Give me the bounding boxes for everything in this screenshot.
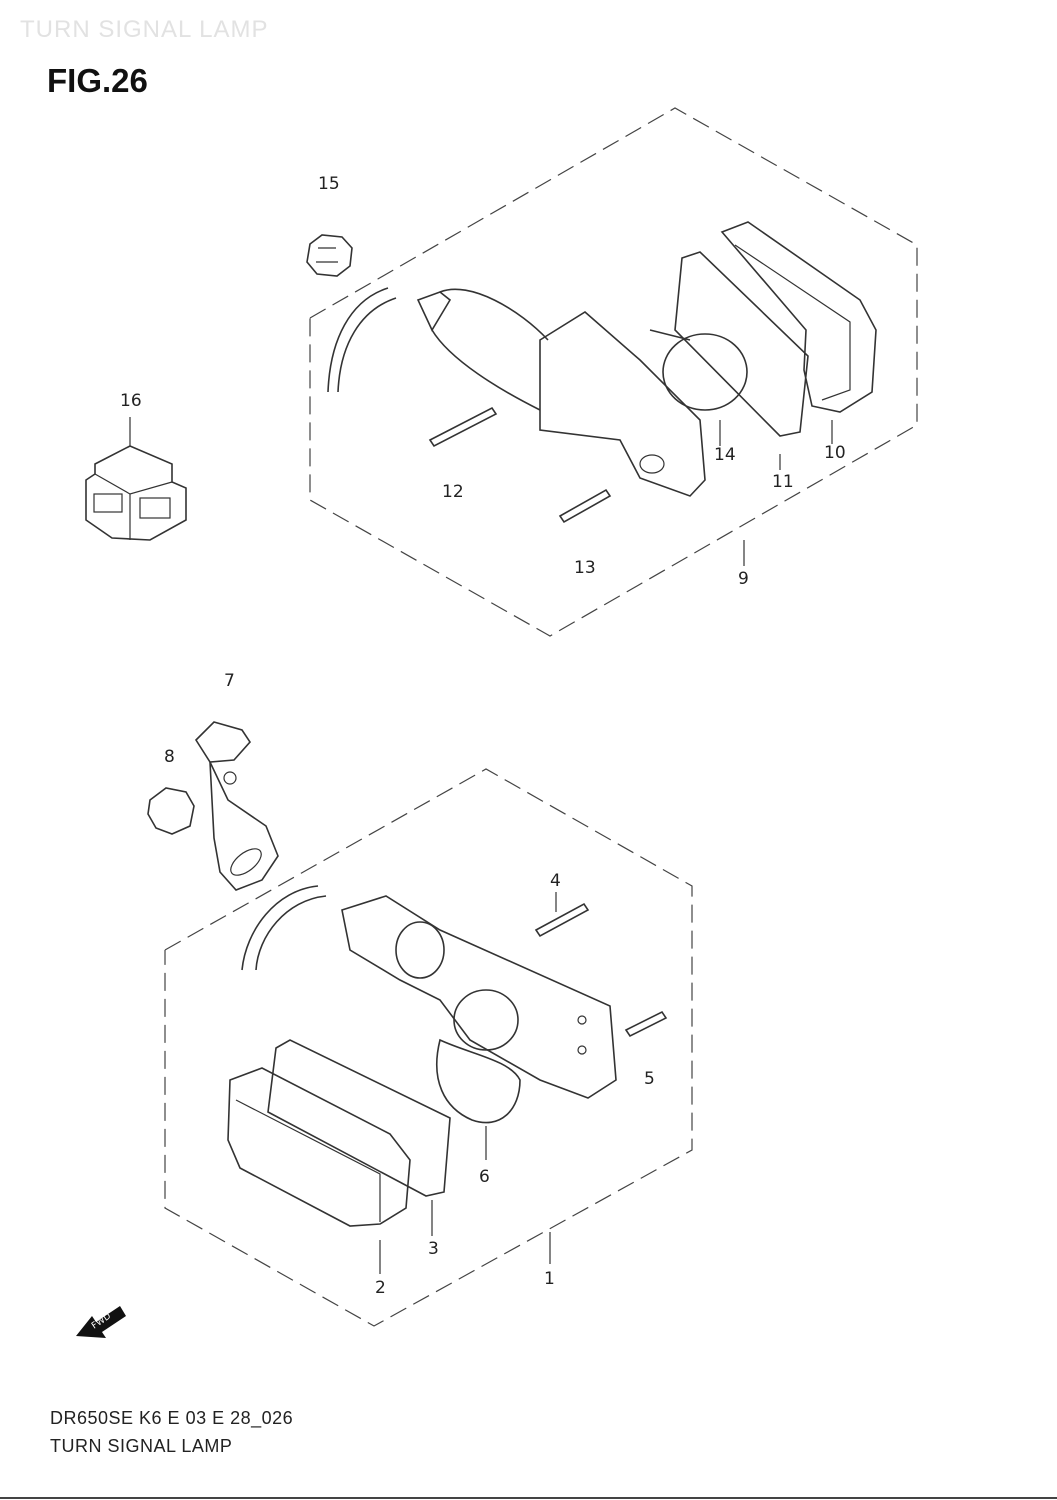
group-boundary-upper — [309, 107, 918, 637]
rear-turn-signal-group — [306, 107, 918, 637]
header-faint-title: TURN SIGNAL LAMP — [20, 16, 269, 43]
footer-diagram-code: DR650SE K6 E 03 E 28_026 — [50, 1408, 294, 1428]
lamp-housing — [341, 895, 617, 1124]
callout-2: 2 — [375, 1278, 386, 1298]
part-14-stalk — [416, 288, 748, 497]
callout-1: 1 — [544, 1269, 555, 1289]
group-boundary-lower — [164, 768, 693, 1327]
fwd-arrow-icon: FWD — [76, 1306, 126, 1338]
part-8-nut — [147, 787, 195, 835]
callout-5: 5 — [644, 1069, 655, 1089]
part-5-screw — [624, 1010, 668, 1038]
callout-15: 15 — [318, 174, 340, 194]
part-13-screw — [558, 488, 612, 524]
part-4-screw — [534, 902, 590, 938]
callout-16: 16 — [120, 391, 142, 411]
part-12-screw — [428, 406, 498, 448]
figure-label: FIG.26 — [47, 62, 148, 99]
callout-14: 14 — [714, 445, 736, 465]
callout-3: 3 — [428, 1239, 439, 1259]
callout-10: 10 — [824, 443, 846, 463]
part-10-lens — [720, 221, 877, 413]
lower-wire — [241, 885, 319, 971]
part-2-lens — [227, 1067, 411, 1227]
part-11-gasket — [674, 251, 809, 437]
callout-7: 7 — [224, 671, 235, 691]
part-16-relay — [85, 417, 187, 541]
footer-title: TURN SIGNAL LAMP — [50, 1436, 233, 1456]
part-15-nut — [306, 234, 353, 277]
callout-11: 11 — [772, 472, 794, 492]
part-7-bracket — [194, 721, 279, 891]
callout-9: 9 — [738, 569, 749, 589]
callout-12: 12 — [442, 482, 464, 502]
part-3-gasket — [267, 1039, 451, 1197]
callout-4: 4 — [550, 871, 561, 891]
callout-13: 13 — [574, 558, 596, 578]
callout-8: 8 — [164, 747, 175, 767]
front-turn-signal-group — [147, 721, 693, 1327]
upper-wire — [327, 287, 389, 393]
callout-6: 6 — [479, 1167, 490, 1187]
bottom-rule — [0, 1497, 1057, 1499]
